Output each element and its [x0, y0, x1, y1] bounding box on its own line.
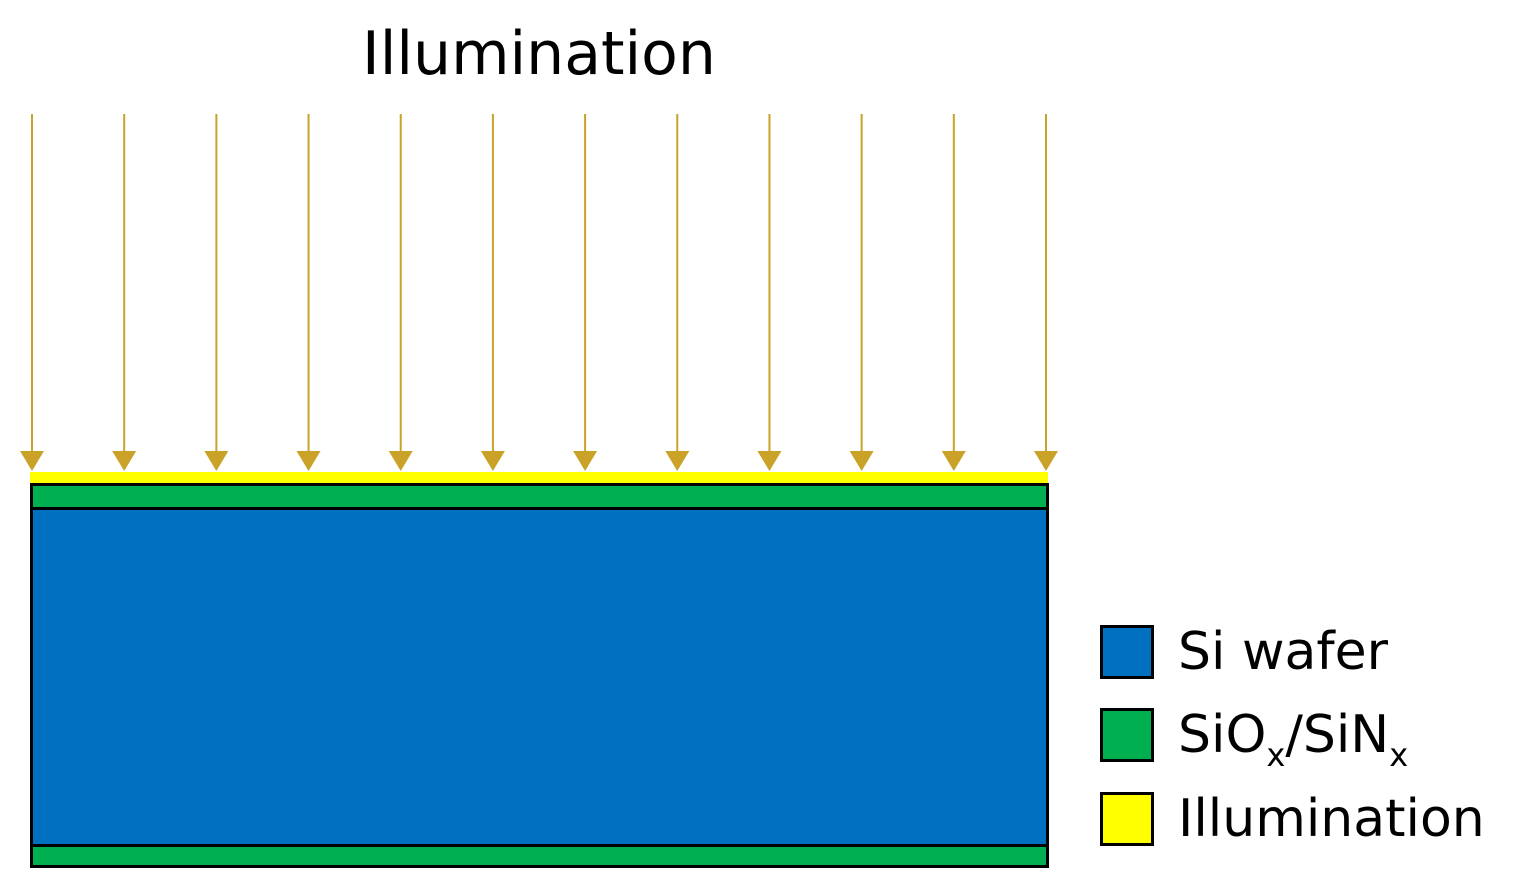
illumination-arrows — [20, 114, 1058, 471]
down-arrow-icon — [849, 114, 874, 471]
legend-label-si-wafer: Si wafer — [1178, 622, 1389, 682]
illumination-layer — [30, 472, 1048, 483]
illumination-title: Illumination — [362, 19, 716, 89]
down-arrow-icon — [757, 114, 782, 471]
down-arrow-icon — [480, 114, 505, 471]
down-arrow-icon — [204, 114, 229, 471]
down-arrow-icon — [1034, 114, 1058, 471]
legend-swatch-sio-sin — [1100, 708, 1154, 762]
down-arrow-icon — [20, 114, 44, 471]
legend-swatch-si-wafer — [1100, 625, 1154, 679]
down-arrow-icon — [941, 114, 966, 471]
down-arrow-icon — [573, 114, 598, 471]
legend-item-illumination: Illumination — [1100, 789, 1485, 849]
legend-label-illumination: Illumination — [1178, 789, 1485, 849]
bottom-passivation-layer — [30, 844, 1049, 868]
legend-label-sio-sin: SiOx/SiNx — [1178, 705, 1409, 774]
down-arrow-icon — [296, 114, 321, 471]
legend-item-si-wafer: Si wafer — [1100, 622, 1388, 682]
down-arrow-icon — [388, 114, 413, 471]
top-passivation-layer — [30, 483, 1049, 510]
down-arrow-icon — [665, 114, 690, 471]
legend-item-sio-sin: SiOx/SiNx — [1100, 705, 1409, 774]
down-arrow-icon — [112, 114, 137, 471]
si-wafer-layer — [30, 507, 1049, 847]
legend-swatch-illumination — [1100, 792, 1154, 846]
